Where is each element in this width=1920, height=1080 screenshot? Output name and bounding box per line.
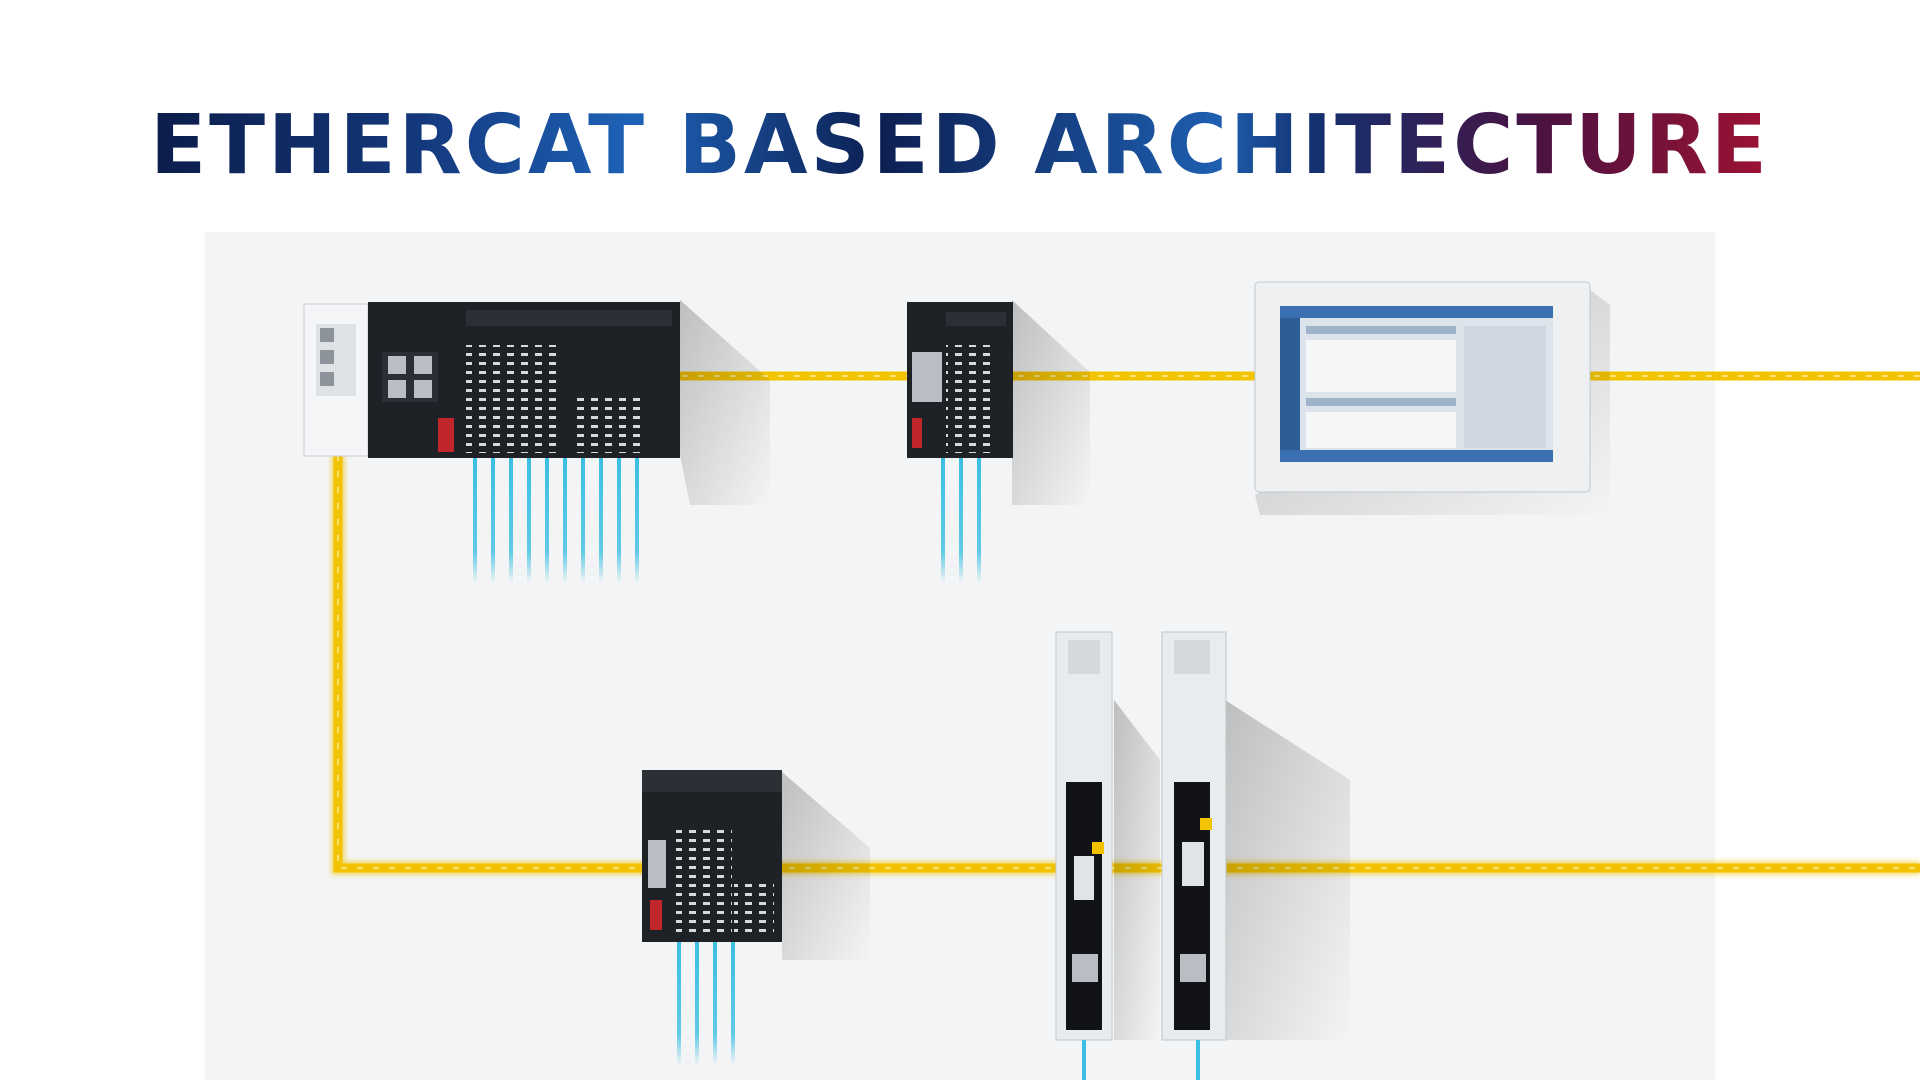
network-port-icon [1180, 954, 1206, 982]
network-port-icon [1072, 954, 1098, 982]
io-wires-2 [941, 458, 981, 583]
remote-io-station-top [907, 300, 1090, 505]
servo-drive-1 [1055, 631, 1160, 1080]
status-led-icon [1200, 818, 1212, 830]
page-title: ETHERCAT BASED ARCHITECTURE [0, 96, 1920, 196]
title-text: ETHERCAT BASED ARCHITECTURE [150, 98, 1770, 193]
terminal-block-icon [676, 830, 732, 938]
status-led-icon [912, 418, 922, 448]
status-led-icon [438, 418, 454, 452]
terminal-block-icon [466, 345, 562, 453]
io-wires-3 [677, 942, 735, 1065]
network-port-icon [648, 840, 666, 888]
servo-drive-2 [1161, 631, 1350, 1080]
plc-controller [303, 300, 770, 505]
network-port-icon [388, 356, 406, 374]
network-port-icon [912, 352, 942, 402]
status-led-icon [650, 900, 662, 930]
terminal-block-icon [946, 345, 994, 453]
hmi-panel [1254, 281, 1610, 515]
remote-io-station-bottom [642, 770, 870, 960]
io-wires-1 [473, 458, 639, 583]
status-led-icon [1092, 842, 1104, 854]
